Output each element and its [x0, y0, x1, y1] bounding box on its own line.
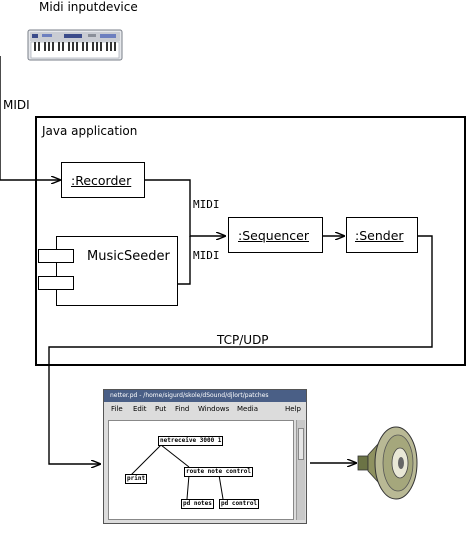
java-app-label: Java application: [42, 124, 138, 138]
pd-menu-windows: Windows: [198, 405, 230, 413]
pd-scroll-thumb: [298, 428, 304, 460]
sequencer-label: :Sequencer: [238, 228, 310, 243]
recorder-box: :Recorder: [61, 162, 145, 198]
midi-device-label: Midi inputdevice: [39, 0, 138, 14]
pd-object-netreceive: netreceive 3000 1: [158, 436, 224, 446]
pd-menu-edit: Edit: [133, 405, 147, 413]
music-seeder-box: MusicSeeder: [56, 236, 178, 306]
pd-menu-find: Find: [175, 405, 190, 413]
sender-box: :Sender: [346, 217, 418, 253]
sender-label: :Sender: [355, 228, 404, 243]
pd-object-control: pd control: [219, 499, 260, 509]
midi-recorder-label: MIDI: [193, 198, 220, 211]
edge-keyboard-recorder: [0, 56, 60, 180]
pd-patch-cords: [130, 444, 224, 500]
pd-menu-help: Help: [285, 405, 301, 413]
component-port-top: [38, 249, 74, 263]
pd-window: netter.pd - /home/sigurd/skole/dSound/dj…: [103, 389, 307, 524]
edge-sender-pd: [48, 235, 433, 464]
midi-input-label: MIDI: [3, 98, 30, 112]
pd-menu-put: Put: [155, 405, 167, 413]
pd-menu-media: Media: [237, 405, 259, 413]
pd-object-route: route note control: [184, 467, 254, 477]
pd-window-title: netter.pd - /home/sigurd/skole/dSound/dj…: [104, 390, 306, 402]
pd-object-notes: pd notes: [181, 499, 214, 509]
component-port-bottom: [38, 276, 74, 290]
music-seeder-label: MusicSeeder: [87, 249, 170, 264]
edge-recorder-sequencer: [145, 179, 225, 236]
tcp-udp-label: TCP/UDP: [217, 333, 269, 347]
pd-menu-file: File: [111, 405, 123, 413]
java-app-frame: [35, 116, 466, 366]
midi-seeder-label: MIDI: [193, 249, 220, 262]
recorder-label: :Recorder: [71, 173, 132, 188]
pd-object-print: print: [125, 474, 148, 484]
edge-seeder-sequencer: [178, 236, 191, 285]
pd-scrollbar: [296, 420, 305, 520]
pd-canvas: netreceive 3000 1 print route note contr…: [108, 420, 294, 520]
pd-menubar: File Edit Put Find Windows Media Help: [104, 403, 306, 415]
sequencer-box: :Sequencer: [228, 217, 323, 253]
